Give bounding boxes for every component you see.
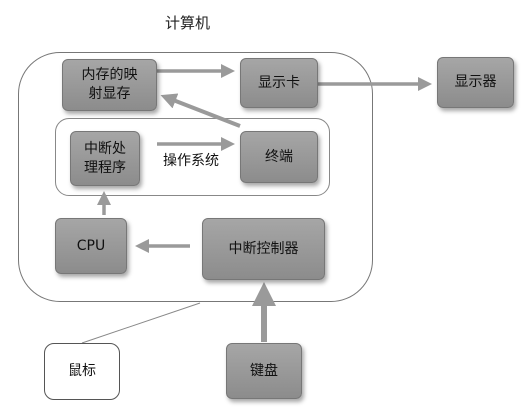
terminal-label: 终端	[265, 148, 293, 165]
monitor-node: 显示器	[437, 57, 514, 108]
interrupt-controller-label: 中断控制器	[228, 240, 299, 257]
graphics-card-label: 显示卡	[258, 74, 300, 91]
arrow-terminal-to-memory	[160, 93, 241, 128]
monitor-label: 显示器	[454, 74, 497, 90]
memory-map-label: 内存的映 射显存	[81, 67, 138, 102]
mouse-node: 鼠标	[44, 343, 120, 400]
graphics-card-node: 显示卡	[240, 58, 318, 108]
computer-title: 计算机	[165, 14, 211, 32]
computer-frame	[18, 52, 373, 302]
interrupt-controller-node: 中断控制器	[202, 218, 325, 280]
os-frame	[55, 118, 330, 196]
cpu-label: CPU	[76, 237, 106, 254]
terminal-node: 终端	[240, 131, 318, 183]
interrupt-handler-label: 中断处 理程序	[84, 140, 126, 176]
keyboard-label: 键盘	[250, 362, 278, 379]
cpu-node: CPU	[55, 218, 127, 274]
interrupt-handler-node: 中断处 理程序	[70, 131, 140, 186]
connector-mouse	[81, 302, 201, 344]
memory-map-node: 内存的映 射显存	[62, 59, 157, 111]
os-label: 操作系统	[163, 153, 219, 169]
keyboard-node: 键盘	[226, 343, 302, 399]
mouse-label: 鼠标	[68, 363, 96, 379]
